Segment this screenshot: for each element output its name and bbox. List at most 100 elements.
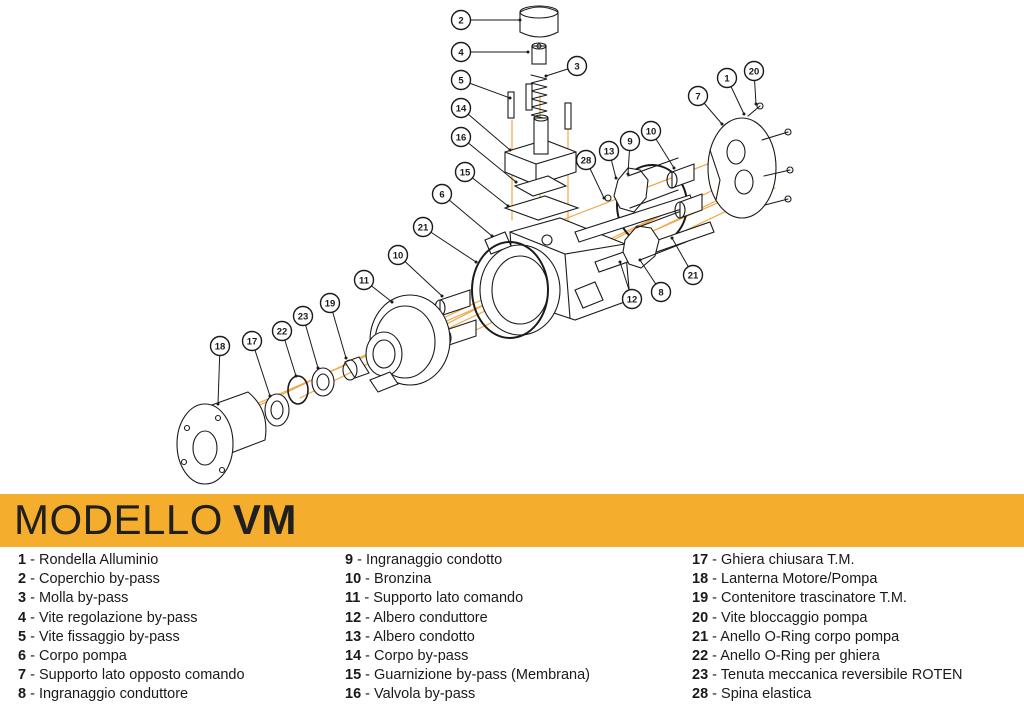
callout-circle (412, 216, 434, 238)
callout-circle (687, 85, 709, 107)
part-bypass-valve (513, 175, 568, 197)
callout-number: 15 (460, 167, 471, 178)
legend-item-separator: - (361, 686, 375, 703)
callout-leader-dot (670, 236, 674, 240)
callout-circle (621, 288, 643, 310)
legend-item-text: Corpo pompa (38, 648, 127, 665)
legend-item-number: 8 (18, 686, 27, 703)
part-bypass-cap (519, 5, 559, 38)
legend-item-number: 15 (345, 667, 362, 684)
legend-item-separator: - (26, 648, 39, 665)
callout-leader-dot (614, 176, 618, 180)
legend-item-text: Vite fissaggio by-pass (38, 628, 180, 645)
legend-item-text: Valvola by-pass (374, 686, 476, 703)
part-gears (613, 157, 687, 269)
callout-leader-dot (390, 300, 394, 304)
legend-item-number: 13 (345, 628, 362, 645)
legend-item-number: 9 (345, 552, 354, 568)
legend-item-text: Contenitore trascinatore T.M. (721, 590, 907, 607)
callout-leader-dot (626, 172, 630, 176)
part-bypass-body (504, 114, 577, 186)
callout-circle (454, 161, 476, 183)
callout-leader-dot (440, 294, 444, 298)
legend-item-number: 4 (18, 609, 27, 626)
callout-leader-dot (672, 166, 676, 170)
callout-circle (271, 320, 293, 342)
callout-leader-dot (474, 260, 478, 264)
legend-item-number: 12 (345, 609, 362, 626)
callout-number: 10 (646, 126, 657, 137)
callout-leader-dot (268, 394, 272, 398)
legend-item-separator: - (361, 667, 375, 684)
legend-item-separator: - (708, 609, 722, 626)
callout-number: 28 (581, 155, 592, 166)
callout-circle (292, 305, 314, 327)
legend-item-separator: - (26, 667, 39, 684)
part-lantern (176, 391, 267, 485)
callout-leader-dot (508, 96, 512, 100)
callout-leader-dot (344, 356, 348, 360)
callout-number: 17 (247, 336, 258, 347)
legend-column: 17 - Ghiera chiusara T.M.18 - Lanterna M… (692, 551, 963, 705)
callout-leader-dot (754, 102, 758, 106)
callout-circle (450, 41, 472, 63)
callout-number: 7 (695, 91, 700, 102)
callout-circle (241, 330, 263, 352)
callout-number: 8 (658, 287, 663, 298)
legend-item-separator: - (361, 609, 374, 626)
legend-item-number: 10 (345, 571, 362, 588)
callout-leader (460, 107, 511, 151)
legend-item-separator: - (26, 609, 39, 626)
part-oring-left (471, 241, 549, 339)
callout-number: 5 (458, 75, 464, 86)
legend-item: 28 - Spina elastica (692, 685, 963, 704)
callout-leader-dot (638, 258, 642, 262)
legend-item-separator: - (360, 590, 374, 607)
callout-number: 20 (749, 66, 760, 77)
legend-item-number: 6 (18, 648, 27, 665)
callout-number: 13 (604, 146, 615, 157)
callout-number: 6 (439, 189, 444, 200)
callout-number: 16 (456, 132, 467, 143)
legend-item-separator: - (361, 648, 375, 665)
legend-item-separator: - (361, 628, 374, 645)
callout-circle (743, 60, 765, 82)
legend-item: 16 - Valvola by-pass (345, 685, 590, 704)
legend-item-text: Lanterna Motore/Pompa (721, 571, 878, 588)
callout-number: 9 (627, 136, 632, 147)
legend-item: 6 - Corpo pompa (18, 647, 245, 666)
callout-number: 23 (298, 311, 309, 322)
legend-item-text: Spina elastica (721, 686, 812, 703)
legend-item: 8 - Ingranaggio conduttore (18, 685, 245, 704)
legend-item-separator: - (708, 628, 721, 645)
legend-item-number: 23 (692, 667, 709, 684)
exploded-pump-diagram: 2435141615621101119232217182813910712021… (176, 5, 794, 485)
legend-item-text: Anello O-Ring per ghiera (720, 648, 880, 665)
legend-item-text: Albero condotto (373, 628, 475, 645)
callout-leader-dot (294, 374, 298, 378)
callout-leader-dot (720, 122, 724, 126)
callout-circle (431, 183, 453, 205)
callout-leader (422, 226, 477, 263)
legend-item-number: 7 (18, 667, 27, 684)
legend-item-text: Vite bloccaggio pompa (721, 609, 868, 626)
legend-item-separator: - (708, 552, 722, 568)
callout-number: 19 (325, 298, 336, 309)
callout-circle (387, 244, 409, 266)
part-adjust-screw (531, 42, 547, 65)
legend-item: 17 - Ghiera chiusara T.M. (692, 551, 963, 570)
legend-item-text: Albero conduttore (373, 609, 488, 626)
callout-number: 14 (456, 103, 467, 114)
legend-item-separator: - (26, 628, 39, 645)
legend-item: 23 - Tenuta meccanica reversibile ROTEN (692, 666, 963, 685)
legend-item-number: 11 (345, 590, 361, 607)
legend-item-separator: - (708, 571, 722, 588)
callout-circle (650, 281, 672, 303)
legend-item-number: 21 (692, 628, 709, 645)
callout-number: 2 (458, 15, 463, 26)
callout-number: 22 (277, 326, 288, 337)
legend-item-text: Bronzina (374, 571, 432, 588)
callout-number: 1 (724, 73, 730, 84)
